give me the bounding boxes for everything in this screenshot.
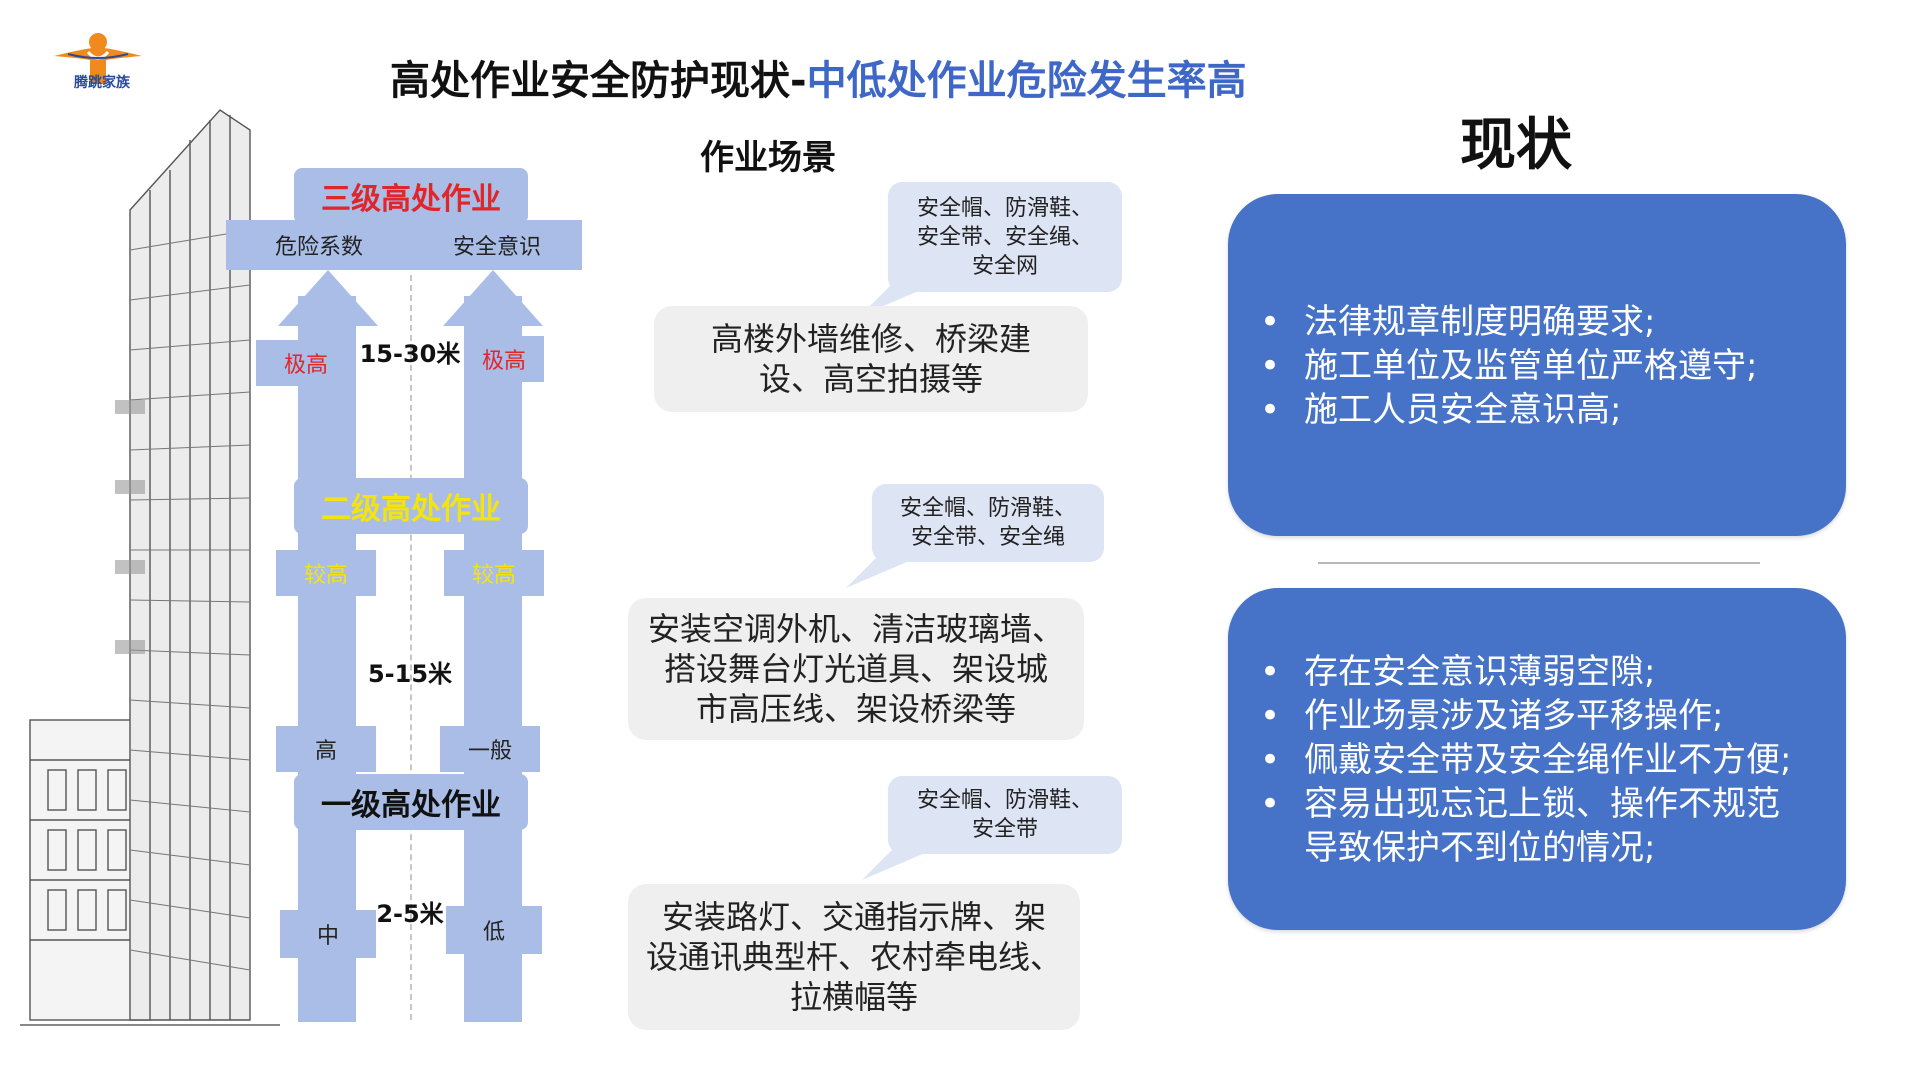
scenario-box-2: 安装空调外机、清洁玻璃墙、 搭设舞台灯光道具、架设城 市高压线、架设桥梁等: [628, 598, 1084, 740]
equipment-line: 安全带、安全绳、: [916, 224, 1093, 250]
scenario-line: 设、高空拍摄等: [758, 360, 983, 398]
equipment-line: 安全带: [971, 817, 1038, 842]
equipment-line: 安全帽、防滑鞋、: [899, 496, 1076, 521]
status-item: 施工单位及监管单位严格遵守;: [1260, 344, 1758, 388]
page-title: 高处作业安全防护现状-中低处作业危险发生率高: [390, 48, 1247, 106]
equipment-bubble-2: 安全帽、防滑鞋、 安全带、安全绳: [872, 484, 1104, 562]
level-3-height: 15-30米: [359, 340, 461, 368]
bubble-tail: [846, 558, 916, 588]
level-1-danger-value: 中: [280, 910, 376, 958]
scenario-box-1: 高楼外墙维修、桥梁建 设、高空拍摄等: [654, 306, 1088, 412]
arrow-up-icon: [278, 270, 378, 326]
level-2-danger-value: 较高: [276, 550, 376, 596]
safety-awareness-header: 安全意识: [412, 220, 582, 270]
level-1-label: 一级高处作业: [294, 774, 528, 830]
equipment-line: 安全带、安全绳: [910, 525, 1065, 550]
company-logo: [54, 33, 142, 84]
level-3-awareness-value: 极高: [464, 336, 544, 382]
status-item: 法律规章制度明确要求;: [1260, 300, 1757, 344]
danger-coefficient-header: 危险系数: [226, 220, 412, 270]
right-column: [464, 296, 522, 1022]
status-item: 佩戴安全带及安全绳作业不方便;: [1260, 738, 1792, 782]
title-highlight: 中低处作业危险发生率高: [806, 58, 1247, 104]
level-2-lower-danger-value: 高: [276, 726, 376, 772]
divider: [1318, 562, 1760, 564]
negative-status-list: 存在安全意识薄弱空隙; 作业场景涉及诸多平移操作; 佩戴安全带及安全绳作业不方便…: [1260, 650, 1792, 870]
bubble-tail: [862, 850, 932, 880]
status-card-positive: 法律规章制度明确要求; 施工单位及监管单位严格遵守; 施工人员安全意识高;: [1228, 194, 1846, 536]
level-2-label: 二级高处作业: [294, 478, 528, 534]
level-2-height: 5-15米: [367, 660, 453, 688]
scenario-line: 高楼外墙维修、桥梁建: [710, 320, 1031, 358]
scenario-line: 安装空调外机、清洁玻璃墙、: [647, 610, 1064, 648]
positive-status-list: 法律规章制度明确要求; 施工单位及监管单位严格遵守; 施工人员安全意识高;: [1260, 300, 1758, 432]
level-1-awareness-value: 低: [446, 906, 542, 954]
equipment-line: 安全帽、防滑鞋、: [916, 195, 1093, 221]
status-item: 作业场景涉及诸多平移操作;: [1260, 694, 1791, 738]
scenario-line: 搭设舞台灯光道具、架设城: [663, 650, 1048, 688]
level-3-label: 三级高处作业: [294, 168, 528, 224]
level-3-danger-value: 极高: [256, 340, 356, 386]
title-main: 高处作业安全防护现状-: [390, 58, 807, 104]
scenario-line: 拉横幅等: [789, 978, 918, 1016]
status-item: 容易出现忘记上锁、操作不规范: [1260, 782, 1791, 826]
status-item: 存在安全意识薄弱空隙;: [1260, 650, 1791, 694]
building-sketch-illustration: [20, 109, 280, 1026]
arrow-up-icon: [443, 270, 543, 326]
scenario-line: 设通讯典型杆、农村牵电线、: [645, 938, 1062, 976]
status-item-continuation: 导致保护不到位的情况;: [1304, 828, 1656, 868]
center-dashed-line: [410, 275, 412, 1020]
equipment-bubble-3: 安全帽、防滑鞋、 安全带: [888, 776, 1122, 854]
equipment-line: 安全网: [971, 253, 1038, 279]
scenario-line: 市高压线、架设桥梁等: [695, 690, 1016, 728]
left-column: [298, 296, 356, 1022]
equipment-bubble-1: 安全帽、防滑鞋、 安全带、安全绳、 安全网: [888, 182, 1122, 292]
scenario-heading: 作业场景: [700, 138, 836, 178]
status-card-negative: 存在安全意识薄弱空隙; 作业场景涉及诸多平移操作; 佩戴安全带及安全绳作业不方便…: [1228, 588, 1846, 930]
status-item: 施工人员安全意识高;: [1260, 388, 1757, 432]
scenario-box-3: 安装路灯、交通指示牌、架 设通讯典型杆、农村牵电线、 拉横幅等: [628, 884, 1080, 1030]
equipment-line: 安全帽、防滑鞋、: [916, 788, 1093, 813]
level-1-height: 2-5米: [376, 900, 444, 928]
status-heading: 现状: [1460, 113, 1572, 178]
level-2-lower-awareness-value: 一般: [440, 726, 540, 772]
logo-text: 腾跳家族: [74, 75, 130, 91]
scenario-line: 安装路灯、交通指示牌、架: [661, 898, 1046, 936]
level-2-awareness-value: 较高: [444, 550, 544, 596]
